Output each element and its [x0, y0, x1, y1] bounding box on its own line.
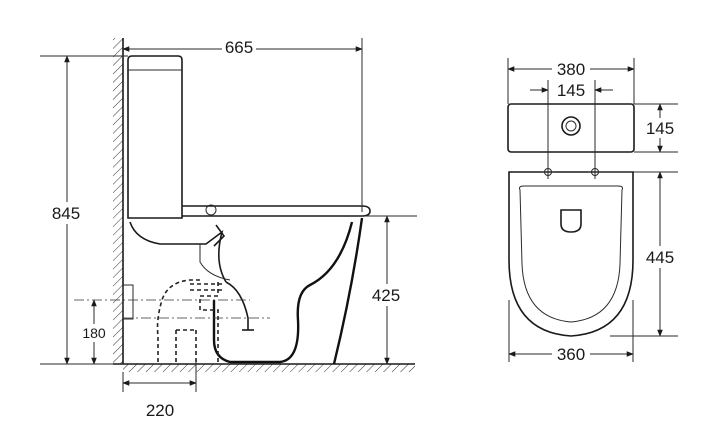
fixing-hole-left — [541, 165, 555, 179]
bowl-inner-profile — [212, 221, 354, 364]
dim-180-label: 180 — [82, 325, 106, 341]
dim-845-label: 845 — [52, 204, 80, 223]
dim-445-bg — [640, 246, 680, 268]
dim-145-depth-bg — [640, 118, 680, 138]
dim-425-bg — [368, 284, 406, 306]
dim-360-bg — [552, 344, 590, 364]
outlet-pipe — [190, 283, 222, 291]
seat-hinge — [205, 204, 217, 216]
trapway — [225, 281, 249, 330]
dim-220-label: 220 — [146, 401, 174, 420]
side-view: 665 845 425 180 220 — [40, 38, 417, 420]
dim-360-label: 360 — [557, 345, 585, 364]
dim-665-bg — [222, 38, 256, 58]
wall-hatch — [113, 38, 123, 364]
dim-665-label: 665 — [225, 38, 253, 57]
drain-outline — [560, 209, 582, 233]
trap-inner — [199, 244, 231, 281]
outlet-dashed-right — [199, 282, 219, 362]
dim-180-bg — [77, 324, 111, 342]
flush-connector — [213, 224, 226, 247]
flush-button-outer — [561, 116, 581, 136]
wall-outlet-flange — [122, 284, 134, 320]
dim-145-spacing-label: 145 — [557, 81, 585, 100]
bowl-front-profile — [332, 217, 364, 365]
dim-445-label: 445 — [646, 248, 674, 267]
bowl-top-outline — [508, 171, 634, 337]
outlet-socket — [175, 329, 197, 362]
dim-425-label: 425 — [372, 286, 400, 305]
fixing-hole-right — [588, 165, 602, 179]
dim-380-label: 380 — [557, 60, 585, 79]
bowl-rim-inner — [519, 185, 623, 323]
tank-top-outline — [507, 103, 635, 153]
flush-button-inner — [565, 120, 577, 132]
outlet-dashed-left — [156, 279, 200, 362]
dim-380-bg — [552, 59, 590, 79]
cistern-outline — [127, 55, 183, 219]
dim-845-bg — [48, 202, 84, 224]
dim-145-depth-label: 145 — [646, 119, 674, 138]
floor-hatch — [123, 364, 415, 372]
bowl-upper-back — [129, 221, 227, 283]
top-view: 380 145 145 445 360 — [507, 58, 680, 364]
